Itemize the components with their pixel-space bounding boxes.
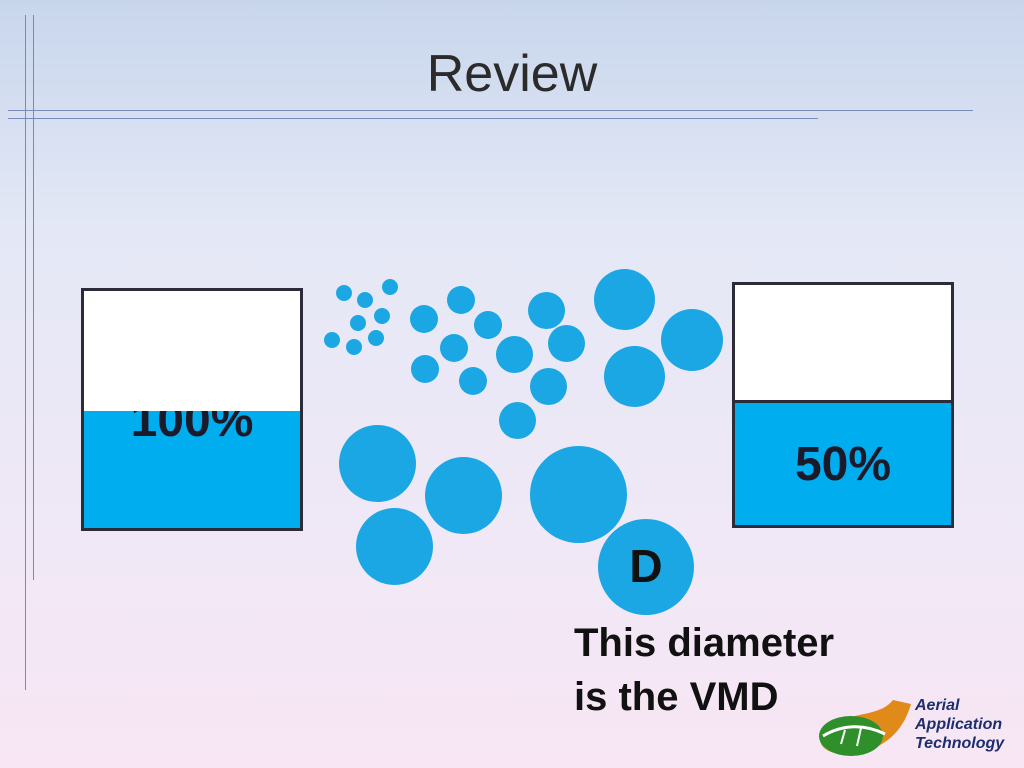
droplet: [496, 336, 533, 373]
droplet: [459, 367, 487, 395]
droplet: [350, 315, 366, 331]
droplet: [661, 309, 723, 371]
droplet: [528, 292, 565, 329]
logo-leaf-icon: [819, 700, 911, 756]
right-beaker-label: 50%: [794, 438, 892, 491]
right-beaker-liquid: [735, 400, 951, 525]
droplet: [530, 446, 627, 543]
top-rule-line-1: [8, 110, 973, 111]
droplet: [411, 355, 439, 383]
droplet: [374, 308, 390, 324]
vmd-caption: This diameter is the VMD: [574, 616, 834, 724]
droplet: [368, 330, 384, 346]
left-beaker-liquid: [84, 408, 300, 528]
droplet: [447, 286, 475, 314]
droplet: [440, 334, 468, 362]
logo-line-1: Aerial: [915, 697, 960, 714]
droplet: [336, 285, 352, 301]
droplet: [410, 305, 438, 333]
droplet: [425, 457, 502, 534]
droplet: [382, 279, 398, 295]
right-beaker: 50%: [732, 282, 954, 528]
droplet: [499, 402, 536, 439]
vmd-droplet-letter: D: [629, 540, 663, 592]
caption-line-1: This diameter: [574, 621, 835, 665]
vmd-droplet: D: [598, 519, 694, 615]
droplet: [346, 339, 362, 355]
left-beaker: 100%: [81, 288, 303, 531]
droplet: [594, 269, 655, 330]
left-rule-line-2: [33, 15, 34, 580]
logo-line-2: Application: [915, 716, 1003, 733]
slide-title: Review: [426, 45, 598, 103]
left-rule-line-1: [25, 15, 26, 690]
caption-line-2: is the VMD: [574, 675, 779, 719]
droplet: [548, 325, 585, 362]
droplet: [604, 346, 665, 407]
droplet: [339, 425, 416, 502]
droplet: [357, 292, 373, 308]
logo-text: Aerial Application Technology: [915, 696, 1004, 753]
aerial-application-technology-logo: Aerial Application Technology: [815, 694, 1021, 764]
top-rule-line-2: [8, 118, 818, 119]
droplet: [474, 311, 502, 339]
droplet: [530, 368, 567, 405]
left-beaker-empty-space: [84, 291, 300, 411]
droplet: [356, 508, 433, 585]
logo-line-3: Technology: [915, 735, 1005, 752]
droplet: [324, 332, 340, 348]
